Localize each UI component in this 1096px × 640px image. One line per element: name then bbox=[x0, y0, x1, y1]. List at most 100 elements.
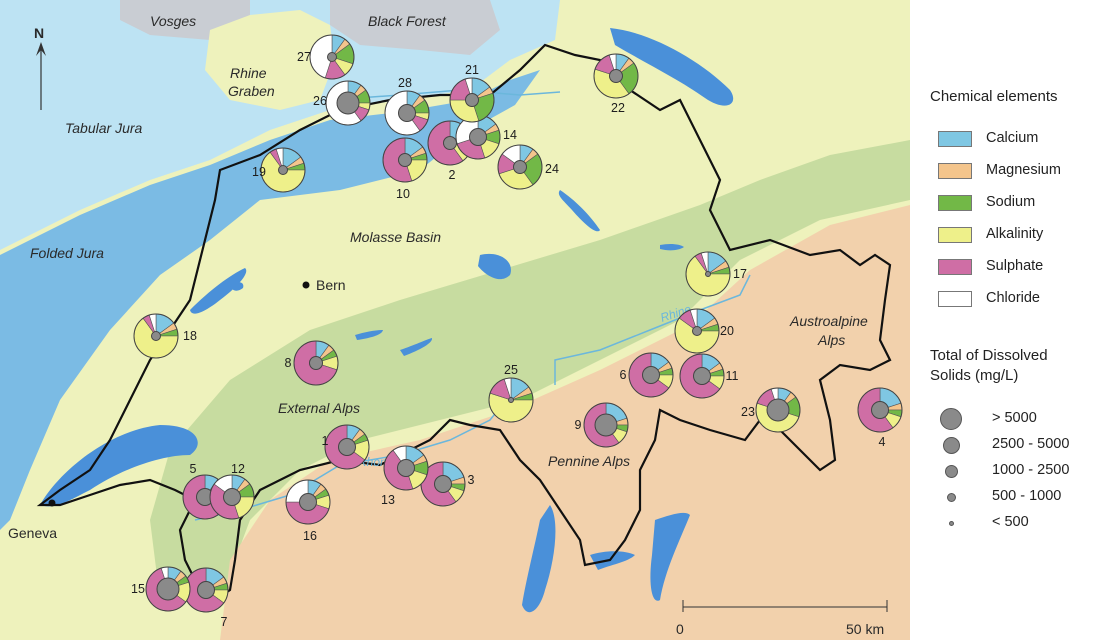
tds-label-5: < 500 bbox=[992, 514, 1029, 530]
site-23-outline bbox=[755, 387, 801, 433]
tds-class-3: 1000 - 2500 bbox=[940, 460, 1090, 482]
site-19-outline bbox=[260, 147, 306, 193]
lake-walensee bbox=[660, 243, 684, 251]
region-label-external-alps: External Alps bbox=[278, 400, 360, 416]
map-canvas: N Vosges Black Forest Rhine Graben Tabul… bbox=[0, 0, 910, 640]
site-1: 1 bbox=[322, 424, 370, 470]
site-4-outline bbox=[857, 387, 903, 433]
site-15-tds-dot bbox=[156, 577, 180, 601]
site-15-label: 15 bbox=[131, 582, 145, 596]
site-22-outline bbox=[593, 53, 639, 99]
legend-swatch-magnesium bbox=[938, 163, 972, 179]
sampling-sites: 1234567891011121314151617181920212223242… bbox=[131, 34, 903, 629]
site-24-tds-dot bbox=[513, 160, 527, 174]
site-11-label: 11 bbox=[726, 369, 739, 383]
site-1-label: 1 bbox=[322, 434, 329, 448]
site-17-label: 17 bbox=[733, 267, 747, 281]
site-13: 13 bbox=[381, 445, 429, 507]
region-label-pennine-alps: Pennine Alps bbox=[548, 453, 630, 469]
site-24-outline bbox=[497, 144, 543, 190]
scale-bar: 0 50 km bbox=[676, 600, 888, 637]
site-18-label: 18 bbox=[183, 329, 197, 343]
site-3-label: 3 bbox=[468, 473, 475, 487]
site-2-label: 2 bbox=[449, 168, 456, 182]
tds-label-1: > 5000 bbox=[992, 410, 1037, 426]
site-17-outline bbox=[685, 251, 731, 297]
site-14-tds-dot bbox=[469, 128, 487, 146]
site-6-label: 6 bbox=[620, 368, 627, 382]
site-21: 21 bbox=[449, 63, 495, 123]
tds-label-4: 500 - 1000 bbox=[992, 488, 1062, 504]
site-10: 10 bbox=[382, 137, 428, 201]
tds-label-3: 1000 - 2500 bbox=[992, 462, 1070, 478]
site-8-label: 8 bbox=[285, 356, 292, 370]
rhine-graben-area bbox=[205, 10, 335, 110]
site-26-label: 26 bbox=[313, 94, 327, 108]
site-12-tds-dot bbox=[223, 488, 241, 506]
legend-title: Chemical elements bbox=[930, 88, 1058, 105]
legend-panel: Chemical elements Calcium Magnesium Sodi… bbox=[910, 0, 1096, 640]
site-9: 9 bbox=[575, 402, 629, 448]
site-12-label: 12 bbox=[231, 462, 245, 476]
site-11-outline bbox=[679, 353, 725, 399]
region-label-vosges: Vosges bbox=[150, 13, 196, 29]
tds-class-2: 2500 - 5000 bbox=[940, 434, 1090, 456]
legend-label-magnesium: Magnesium bbox=[986, 162, 1061, 178]
site-9-tds-dot bbox=[594, 413, 618, 437]
site-27-tds-dot bbox=[327, 52, 337, 62]
lake-biel bbox=[230, 282, 244, 291]
site-24-label: 24 bbox=[545, 162, 559, 176]
region-label-rhine-graben-1: Rhine bbox=[230, 65, 267, 81]
site-23: 23 bbox=[741, 387, 801, 433]
site-25: 25 bbox=[488, 363, 534, 423]
tds-title-line2: Solids (mg/L) bbox=[930, 367, 1019, 384]
legend-swatch-chloride bbox=[938, 291, 972, 307]
site-16-outline bbox=[285, 479, 331, 525]
site-9-label: 9 bbox=[575, 418, 582, 432]
site-27-outline bbox=[309, 34, 355, 80]
legend-swatch-alkalinity bbox=[938, 227, 972, 243]
site-27-label: 27 bbox=[297, 50, 311, 64]
geneva-marker bbox=[48, 499, 56, 507]
site-8: 8 bbox=[285, 340, 339, 386]
site-7: 7 bbox=[183, 567, 229, 629]
legend-swatch-calcium bbox=[938, 131, 972, 147]
region-label-folded-jura: Folded Jura bbox=[30, 245, 104, 261]
site-28: 28 bbox=[384, 76, 430, 136]
site-26-outline bbox=[325, 80, 371, 126]
region-label-black-forest: Black Forest bbox=[368, 13, 447, 29]
lake-maggiore bbox=[522, 505, 556, 613]
scale-end-label: 50 km bbox=[846, 621, 884, 637]
site-26-tds-dot bbox=[336, 91, 360, 115]
site-4: 4 bbox=[857, 387, 903, 449]
north-label: N bbox=[34, 25, 44, 41]
site-16-tds-dot bbox=[299, 493, 317, 511]
site-22: 22 bbox=[593, 53, 639, 115]
site-13-label: 13 bbox=[381, 493, 395, 507]
region-label-austroalpine-2: Alps bbox=[817, 332, 845, 348]
site-18: 18 bbox=[133, 313, 197, 359]
site-16: 16 bbox=[285, 479, 331, 543]
legend-label-sodium: Sodium bbox=[986, 194, 1036, 210]
site-6-tds-dot bbox=[642, 366, 660, 384]
place-label-geneva: Geneva bbox=[8, 525, 57, 541]
site-10-tds-dot bbox=[398, 153, 412, 167]
lake-lucerne bbox=[478, 253, 511, 280]
site-23-tds-dot bbox=[766, 398, 790, 422]
tabular-jura-area bbox=[0, 0, 560, 250]
site-5-label: 5 bbox=[190, 462, 197, 476]
place-labels: Bern Geneva bbox=[8, 277, 346, 541]
site-10-outline bbox=[382, 137, 428, 183]
lake-geneva bbox=[40, 425, 198, 507]
site-1-outline bbox=[324, 424, 370, 470]
site-25-label: 25 bbox=[504, 363, 518, 377]
site-3: 3 bbox=[420, 461, 475, 507]
site-8-tds-dot bbox=[309, 356, 323, 370]
lake-como bbox=[650, 512, 690, 601]
legend-label-calcium: Calcium bbox=[986, 130, 1039, 146]
site-20-tds-dot bbox=[692, 326, 702, 336]
site-14: 14 bbox=[455, 114, 517, 160]
site-19-label: 19 bbox=[252, 165, 266, 179]
site-20-outline bbox=[674, 308, 720, 354]
site-6: 6 bbox=[620, 352, 674, 398]
